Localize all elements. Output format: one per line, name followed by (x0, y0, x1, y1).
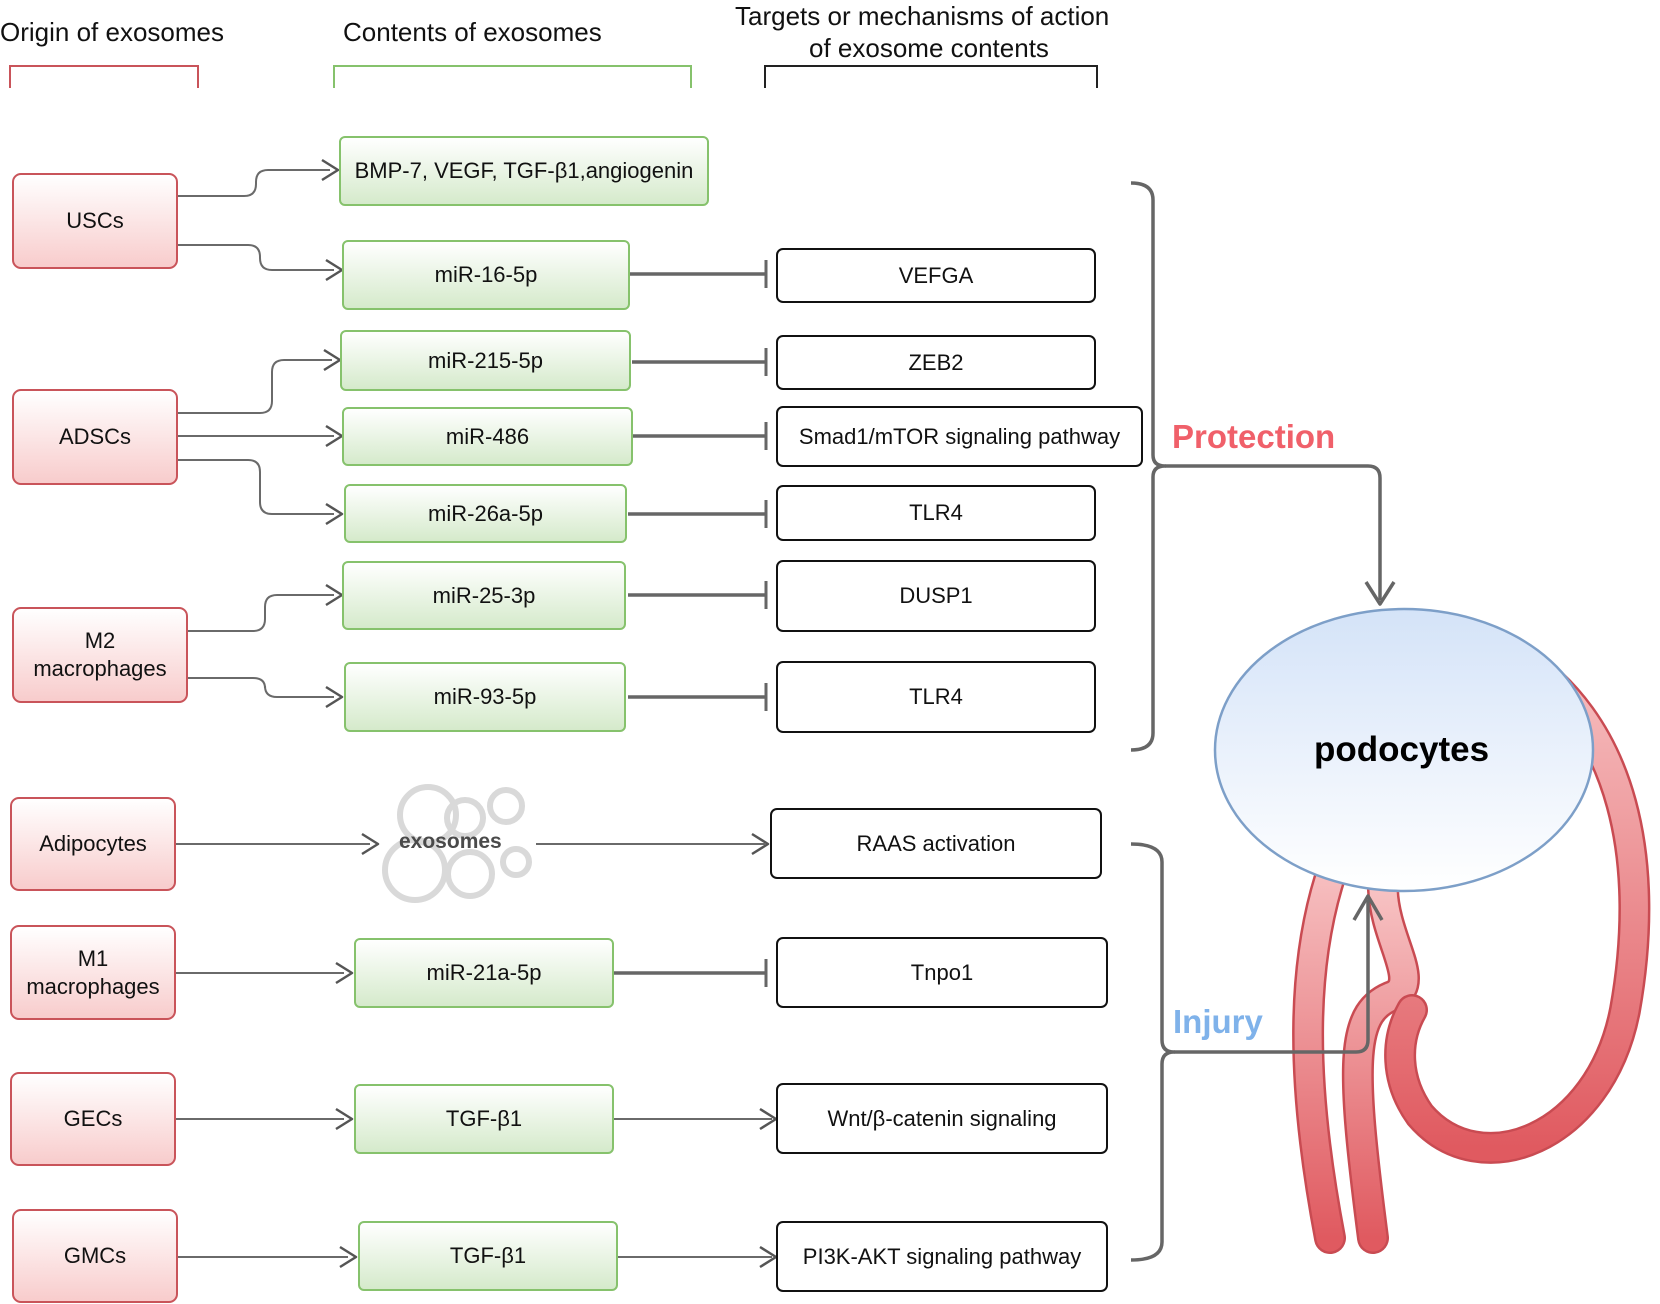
target-vefga: VEFGA (776, 248, 1096, 303)
origin-gmcs-label: GMCs (63, 1243, 127, 1268)
origin-gecs: GECs (10, 1072, 176, 1166)
content-mir-16-5p: miR-16-5p (342, 240, 630, 310)
origin-uscs-label: USCs (66, 208, 124, 233)
content-mir-215-5p: miR-215-5p (340, 330, 631, 391)
content-mir26a-label: miR-26a-5p (428, 500, 543, 526)
content-mir93-label: miR-93-5p (433, 684, 537, 709)
origin-m2-label-line2: macrophages (33, 656, 167, 681)
content-tgfb1-gmcs-label: TGF-β1 (449, 1243, 527, 1268)
target-dusp1-label: DUSP1 (899, 583, 973, 608)
activation-lines (536, 843, 772, 1258)
target-dusp1: DUSP1 (776, 560, 1096, 632)
header-contents: Contents of exosomes (343, 17, 602, 47)
target-wnt-label: Wnt/β-catenin signaling (827, 1105, 1057, 1131)
target-zeb2-label: ZEB2 (908, 349, 964, 375)
header-origin: Origin of exosomes (0, 17, 224, 47)
header-brackets (9, 65, 1098, 88)
content-mir25-label: miR-25-3p (432, 582, 536, 608)
content-tgfb1-gecs-label: TGF-β1 (445, 1106, 523, 1131)
content-mir-93-5p: miR-93-5p (344, 662, 626, 732)
injury-label: Injury (1173, 1003, 1263, 1040)
target-pi3k-label: PI3K-AKT signaling pathway (802, 1243, 1082, 1269)
header-targets-line2: of exosome contents (809, 33, 1049, 63)
target-wnt-beta-catenin: Wnt/β-catenin signaling (776, 1083, 1108, 1154)
target-raas-activation: RAAS activation (770, 808, 1102, 879)
origin-gmcs: GMCs (12, 1209, 178, 1303)
origin-adipocytes: Adipocytes (10, 797, 176, 891)
header-targets-line1: Targets or mechanisms of action (735, 1, 1110, 31)
content-mir215-label: miR-215-5p (428, 347, 543, 373)
origin-arrows (176, 169, 370, 1258)
origin-gecs-label: GECs (63, 1106, 123, 1131)
target-tlr4-a-label: TLR4 (909, 500, 963, 525)
target-tlr4-a: TLR4 (776, 485, 1096, 541)
target-zeb2: ZEB2 (776, 335, 1096, 390)
protection-label: Protection (1172, 418, 1336, 455)
content-bmp7-label: BMP-7, VEGF, TGF-β1,angiogenin (354, 158, 694, 183)
target-tlr4-b: TLR4 (776, 661, 1096, 733)
inhibition-lines (614, 260, 768, 987)
target-vefga-label: VEFGA (898, 262, 974, 288)
target-tnpo1: Tnpo1 (776, 937, 1108, 1008)
kidney-tubule (1292, 634, 1651, 1254)
content-mir-486: miR-486 (342, 407, 633, 466)
content-mir-21a-5p: miR-21a-5p (354, 938, 614, 1008)
origin-m2-label-line1: M2 (84, 628, 116, 653)
target-raas-label: RAAS activation (856, 830, 1016, 856)
content-mir-25-3p: miR-25-3p (342, 561, 626, 630)
origin-adipocytes-label: Adipocytes (39, 831, 147, 856)
target-tlr4-b-label: TLR4 (909, 684, 963, 709)
origin-m2-macrophages: M2 macrophages (12, 607, 188, 703)
content-mir16-label: miR-16-5p (434, 262, 538, 287)
content-tgfb1-gmcs: TGF-β1 (358, 1221, 618, 1291)
content-mir-26a-5p: miR-26a-5p (344, 484, 627, 543)
content-mir486-label: miR-486 (445, 423, 530, 449)
content-bmp7-vegf-tgfb1-angiogenin: BMP-7, VEGF, TGF-β1,angiogenin (339, 136, 709, 206)
target-smad1-label: Smad1/mTOR signaling pathway (798, 423, 1121, 449)
origin-m1-label-line2: macrophages (26, 973, 160, 999)
podocytes-ellipse (1213, 607, 1595, 893)
injury-bracket (1130, 842, 1384, 1262)
exosome-cloud-icon (382, 784, 532, 903)
origin-m1-label-line1: M1 (77, 945, 109, 971)
origin-adscs: ADSCs (12, 389, 178, 485)
content-mir21a-label: miR-21a-5p (426, 960, 542, 985)
content-tgfb1-gecs: TGF-β1 (354, 1084, 614, 1154)
origin-uscs: USCs (12, 173, 178, 269)
target-tnpo1-label: Tnpo1 (910, 959, 974, 985)
target-smad1-mtor: Smad1/mTOR signaling pathway (776, 406, 1143, 467)
podocytes-label: podocytes (1314, 730, 1490, 769)
content-exosomes: exosomes (399, 830, 502, 853)
target-pi3k-akt: PI3K-AKT signaling pathway (776, 1221, 1108, 1292)
origin-adscs-label: ADSCs (58, 424, 132, 449)
protection-bracket (1130, 181, 1396, 752)
